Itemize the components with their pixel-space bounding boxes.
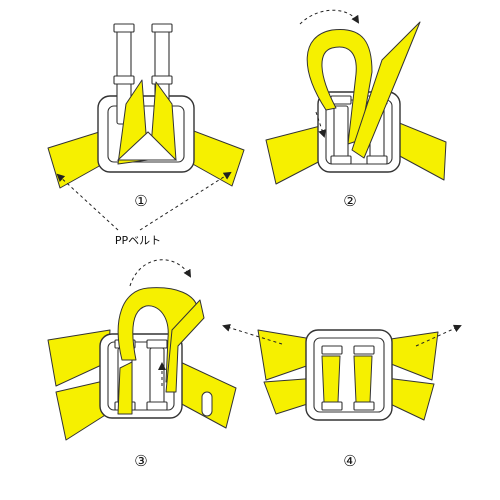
callout-arrow-right	[139, 171, 232, 231]
rotate-arrow	[299, 9, 360, 25]
pull-arrow-left	[222, 323, 283, 345]
callout-arrow-left	[56, 173, 119, 231]
belt-locked-right	[353, 355, 373, 403]
belt-locked-left	[321, 355, 341, 403]
buckle-upper-posts	[113, 23, 173, 125]
belt-right-lower	[385, 377, 435, 421]
belt-free-end	[351, 21, 421, 159]
step-3-panel: ③	[47, 259, 237, 470]
belt-loop	[306, 28, 373, 145]
buckle-posts	[321, 345, 375, 411]
pull-arrow-right	[415, 324, 462, 347]
step-2-panel: ②	[265, 9, 447, 210]
step-3-marker: ③	[134, 452, 147, 470]
rotate-arrow	[129, 259, 192, 287]
pp-belt-label: PPベルト	[115, 234, 161, 247]
step-1-marker: ①	[134, 192, 147, 210]
step-4-marker: ④	[343, 452, 356, 470]
step-1-panel: ① PPベルト	[47, 23, 245, 247]
belt-free-end	[165, 299, 205, 393]
step-2-marker: ②	[343, 192, 356, 210]
insert-arrow	[315, 111, 326, 138]
step-4-panel: ④	[222, 323, 462, 470]
belt-threaded	[117, 361, 133, 415]
